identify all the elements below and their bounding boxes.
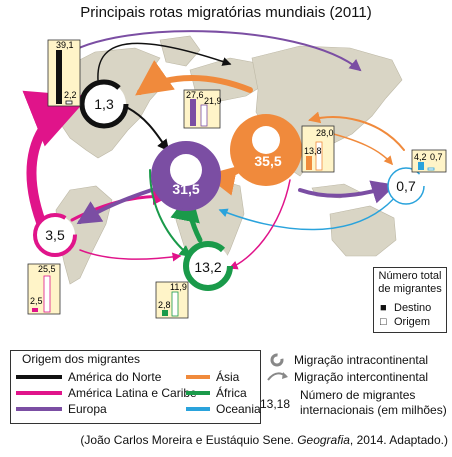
legend-swatch	[16, 391, 62, 395]
svg-text:21,9: 21,9	[204, 96, 222, 106]
svg-text:13,8: 13,8	[304, 146, 322, 156]
inset-origem-label: Origem	[394, 316, 431, 328]
arrow-latin-to-africa	[79, 249, 182, 262]
source-citation: (João Carlos Moreira e Eustáquio Sene. G…	[80, 433, 448, 447]
arrow-north-america-to-latin	[97, 42, 232, 81]
africa-circle	[183, 241, 233, 291]
page-title: Principais rotas migratórias mundiais (2…	[80, 4, 372, 21]
legend-number-example: 13,18	[260, 397, 291, 411]
arrow-latin-to-north-america	[22, 90, 90, 235]
svg-text:0,7: 0,7	[430, 152, 443, 162]
inter-migration-icon	[267, 372, 288, 381]
svg-text:2,8: 2,8	[158, 300, 171, 310]
africa-total: 13,2	[194, 259, 221, 275]
migration-map: 1,3 3,5 31,5 35,5 13,2 0,7 39,1 2,2 27,6…	[22, 30, 447, 319]
north-america-total: 1,3	[94, 96, 114, 112]
australia-land	[329, 205, 397, 257]
europe-circle-inner	[170, 154, 202, 186]
asia-destino-bar	[306, 156, 312, 170]
oceania-total: 0,7	[396, 178, 416, 194]
legend-item-north-america: América do Norte	[16, 370, 161, 384]
legend-intra-label: Migração intracontinental	[294, 353, 429, 367]
legend-number-desc-1: Número de migrantes	[300, 388, 416, 402]
legend-swatch	[16, 375, 62, 379]
europe-origem-bar	[200, 104, 208, 127]
inset-title-line1: Número total	[378, 270, 442, 282]
svg-text:39,1: 39,1	[56, 40, 74, 50]
arrow-asia-to-oceania	[298, 180, 396, 204]
legend-swatch	[186, 375, 210, 379]
africa-origem-bar	[171, 291, 179, 317]
totals-legend-inset: Número total de migrantes ■ Destino □ Or…	[373, 267, 447, 333]
svg-text:11,9: 11,9	[170, 282, 187, 292]
legend-item-asia: Ásia	[186, 370, 239, 384]
arrow-europe-to-africa	[149, 169, 192, 258]
latin-america-circle	[33, 213, 77, 257]
svg-text:25,5: 25,5	[38, 264, 56, 274]
inset-destino-label: Destino	[394, 302, 432, 314]
legend-item-europe: Europa	[16, 402, 107, 416]
latin-america-origem-bar	[43, 275, 51, 313]
north-america-bars: 39,1 2,2	[47, 39, 81, 107]
inset-title-line2: de migrantes	[378, 283, 442, 295]
legend-swatch	[186, 391, 210, 395]
oceania-circle	[387, 167, 425, 205]
svg-text:2,5: 2,5	[30, 296, 43, 306]
legend-item-africa: África	[186, 386, 247, 400]
arrow-oceania-to-europe	[218, 185, 405, 231]
svg-text:27,6: 27,6	[186, 90, 204, 100]
europe-destino-bar	[190, 99, 196, 126]
oceania-origem-bar	[427, 167, 435, 171]
svg-text:4,2: 4,2	[414, 152, 427, 162]
latin-america-total: 3,5	[45, 227, 65, 243]
europe-bars: 27,6 21,9	[183, 89, 222, 129]
arrow-europe-to-north-america	[59, 30, 362, 72]
greenland-land	[159, 35, 201, 67]
latin-america-destino-bar	[32, 308, 38, 312]
svg-text:2,2: 2,2	[64, 90, 77, 100]
bar-boxes: 39,1 2,2 27,6 21,9 13,8 28,0 4,2 0,7	[27, 39, 447, 319]
africa-bars: 2,8 11,9	[155, 281, 189, 319]
legend-origin-box	[10, 350, 261, 424]
latin-america-bars: 2,5 25,5	[27, 263, 61, 315]
landmasses	[51, 35, 403, 285]
legend-heading: Origem dos migrantes	[22, 352, 141, 366]
oceania-bars: 4,2 0,7	[411, 149, 447, 173]
legend-swatch	[186, 407, 210, 411]
arrow-asia-to-africa	[228, 179, 291, 270]
inset-destino-marker: ■	[380, 302, 387, 314]
legend-number-desc-2: internacionais (em milhões)	[300, 403, 447, 417]
north-america-origem-bar	[65, 100, 73, 105]
asia-total: 35,5	[254, 153, 281, 169]
asia-circle-inner	[252, 126, 280, 154]
europe-total: 31,5	[172, 181, 199, 197]
legend-item-latin-america: América Latina e Caribe	[16, 386, 197, 400]
intra-migration-icon	[270, 353, 284, 367]
legend: Origem dos migrantes América do Norte Am…	[10, 350, 450, 425]
asia-bars: 13,8 28,0	[301, 125, 335, 173]
legend-item-oceania: Oceania	[186, 402, 261, 416]
inset-origem-marker: □	[380, 316, 387, 328]
arrow-oceania-to-asia	[308, 111, 405, 151]
intercontinental-arrows	[22, 30, 405, 270]
legend-swatch	[16, 407, 62, 411]
region-circles	[33, 79, 425, 291]
arrow-asia-to-north-america	[135, 60, 253, 96]
asia-origem-bar	[315, 141, 323, 171]
oceania-destino-bar	[418, 162, 424, 170]
north-america-destino-bar	[56, 50, 62, 104]
africa-destino-bar	[162, 310, 168, 316]
north-america-circle	[79, 79, 129, 129]
arrow-north-america-to-europe	[127, 107, 170, 152]
arrow-europe-to-latin	[76, 186, 160, 225]
svg-text:28,0: 28,0	[316, 128, 334, 138]
legend-inter-label: Migração intercontinental	[294, 370, 429, 384]
